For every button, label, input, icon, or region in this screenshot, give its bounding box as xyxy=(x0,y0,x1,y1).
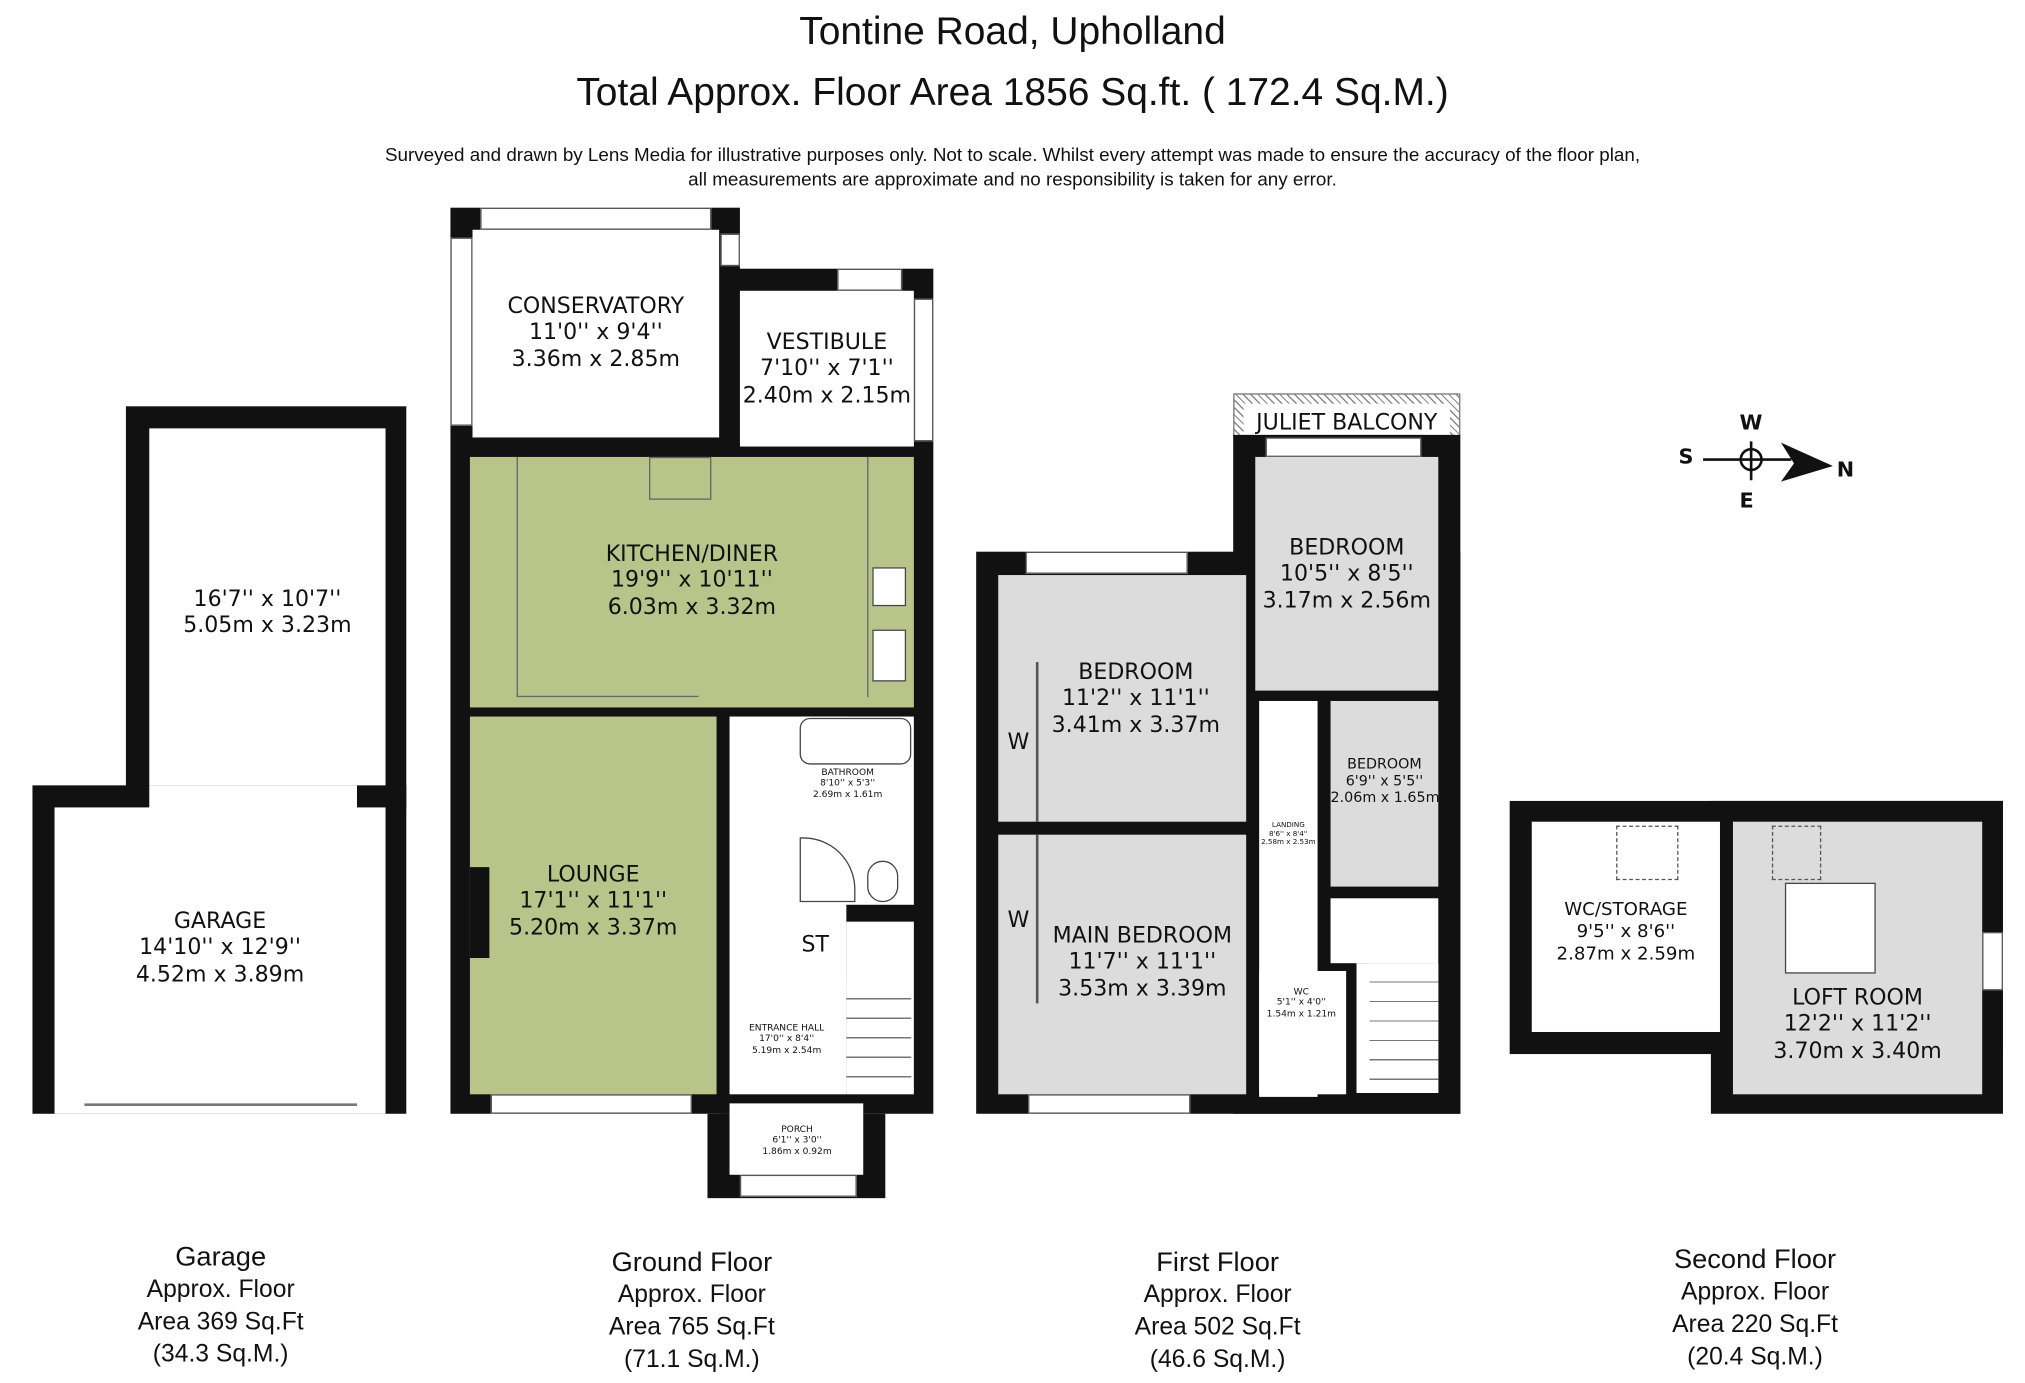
store-label: ST xyxy=(801,932,829,958)
wardrobe-label: W xyxy=(1007,907,1030,934)
total-area: Total Approx. Floor Area 1856 Sq.ft. ( 1… xyxy=(576,71,1449,115)
property-title: Tontine Road, Upholland xyxy=(799,10,1226,54)
compass-icon xyxy=(1703,441,1833,482)
disclaimer-line-1: Surveyed and drawn by Lens Media for ill… xyxy=(384,145,1641,167)
compass-south: S xyxy=(1678,443,1694,469)
disclaimer-line-2: all measurements are approximate and no … xyxy=(688,170,1337,191)
wardrobe-label: W xyxy=(1007,729,1030,756)
compass-north: N xyxy=(1836,456,1855,482)
compass-west: W xyxy=(1739,410,1763,435)
compass-east: E xyxy=(1739,488,1754,513)
garage-storage-label: 16'7'' x 10'7''5.05m x 3.23m xyxy=(183,586,352,640)
juliet-balcony-label: JULIET BALCONY xyxy=(1256,410,1438,437)
